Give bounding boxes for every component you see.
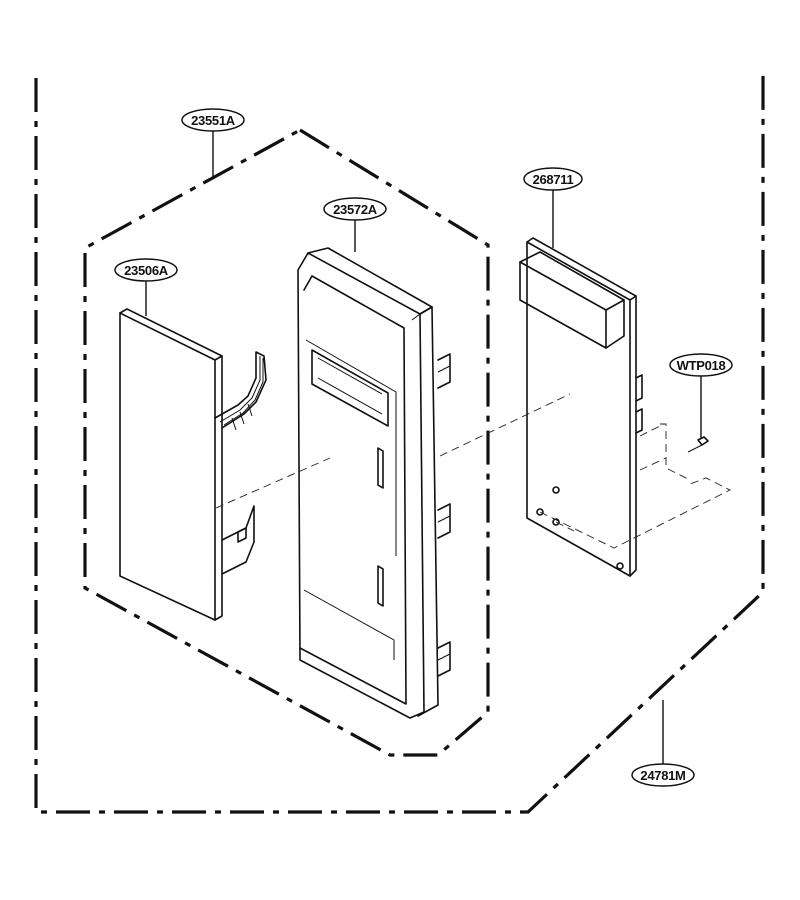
alignment-lines — [215, 393, 732, 549]
control-panel-body — [297, 247, 451, 719]
callout-23506A: 23506A — [114, 258, 178, 282]
callout-23572A-text: 23572A — [333, 202, 378, 217]
callout-23506A-text: 23506A — [124, 263, 169, 278]
callout-WTP018: WTP018 — [669, 353, 733, 377]
front-assembly-boundary — [83, 128, 490, 757]
callout-24781M-text: 24781M — [640, 768, 685, 783]
callout-23572A: 23572A — [323, 197, 387, 221]
outer-assembly-boundary — [34, 75, 765, 814]
callout-23551A-text: 23551A — [191, 113, 236, 128]
callout-268711: 268711 — [523, 167, 583, 191]
membrane-switch — [119, 308, 267, 621]
callout-WTP018-text: WTP018 — [677, 358, 726, 373]
callout-24781M: 24781M — [631, 763, 695, 787]
callout-268711-text: 268711 — [533, 172, 574, 187]
callout-23551A: 23551A — [181, 108, 245, 132]
pcb-board — [519, 237, 709, 577]
